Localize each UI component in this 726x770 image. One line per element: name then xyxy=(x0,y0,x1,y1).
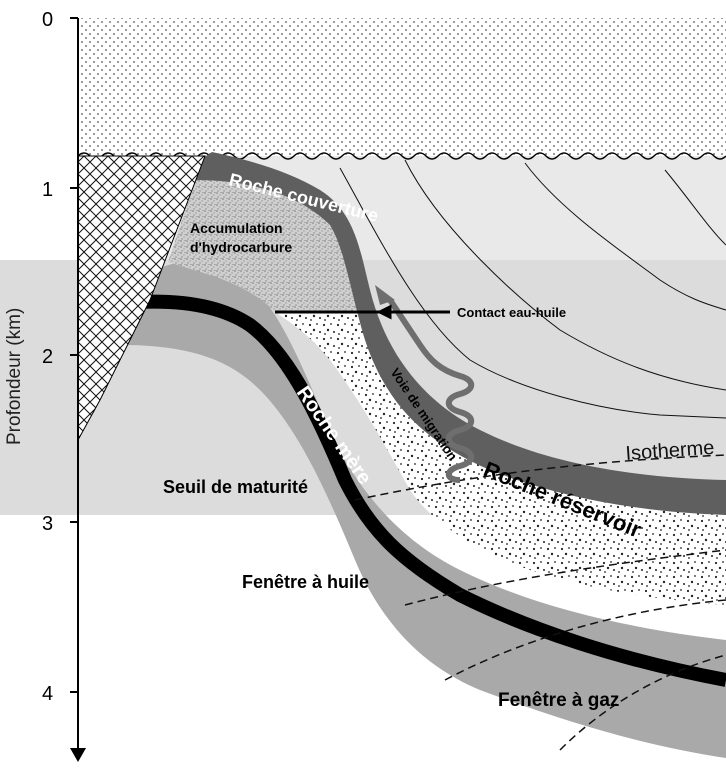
label-fenetre-huile: Fenêtre à huile xyxy=(242,572,369,592)
oil-window-dash-1 xyxy=(404,549,726,606)
gas-window-dash xyxy=(559,654,726,751)
tick-2: 2 xyxy=(42,346,53,368)
label-seuil-maturite: Seuil de maturité xyxy=(163,477,308,497)
tick-3: 3 xyxy=(42,513,53,535)
source-rock-core xyxy=(137,294,726,687)
surface-sediment-layer xyxy=(78,18,726,156)
hydrocarbon-accumulation xyxy=(168,155,365,312)
contour-line-2 xyxy=(524,162,726,311)
contour-line-1 xyxy=(404,159,726,391)
depth-axis-arrow xyxy=(70,748,86,762)
tick-1: 1 xyxy=(42,179,53,201)
label-accumulation-2: d'hydrocarbure xyxy=(190,239,292,255)
cap-rock xyxy=(196,152,726,515)
label-contact: Contact eau-huile xyxy=(457,305,566,320)
contour-line-4 xyxy=(339,167,726,419)
label-accumulation-1: Accumulation xyxy=(190,220,283,236)
migration-arrow xyxy=(387,298,475,483)
source-rock-band xyxy=(120,262,726,758)
axis-title: Profondeur (km) xyxy=(4,308,25,445)
contour-line-3 xyxy=(664,169,726,246)
isotherm-line xyxy=(354,454,726,501)
migration-arrow-head xyxy=(375,285,395,305)
label-fenetre-gaz: Fenêtre à gaz xyxy=(498,690,619,711)
tick-0: 0 xyxy=(42,9,53,31)
oil-window-dash-2 xyxy=(444,599,726,681)
tick-4: 4 xyxy=(42,683,53,705)
